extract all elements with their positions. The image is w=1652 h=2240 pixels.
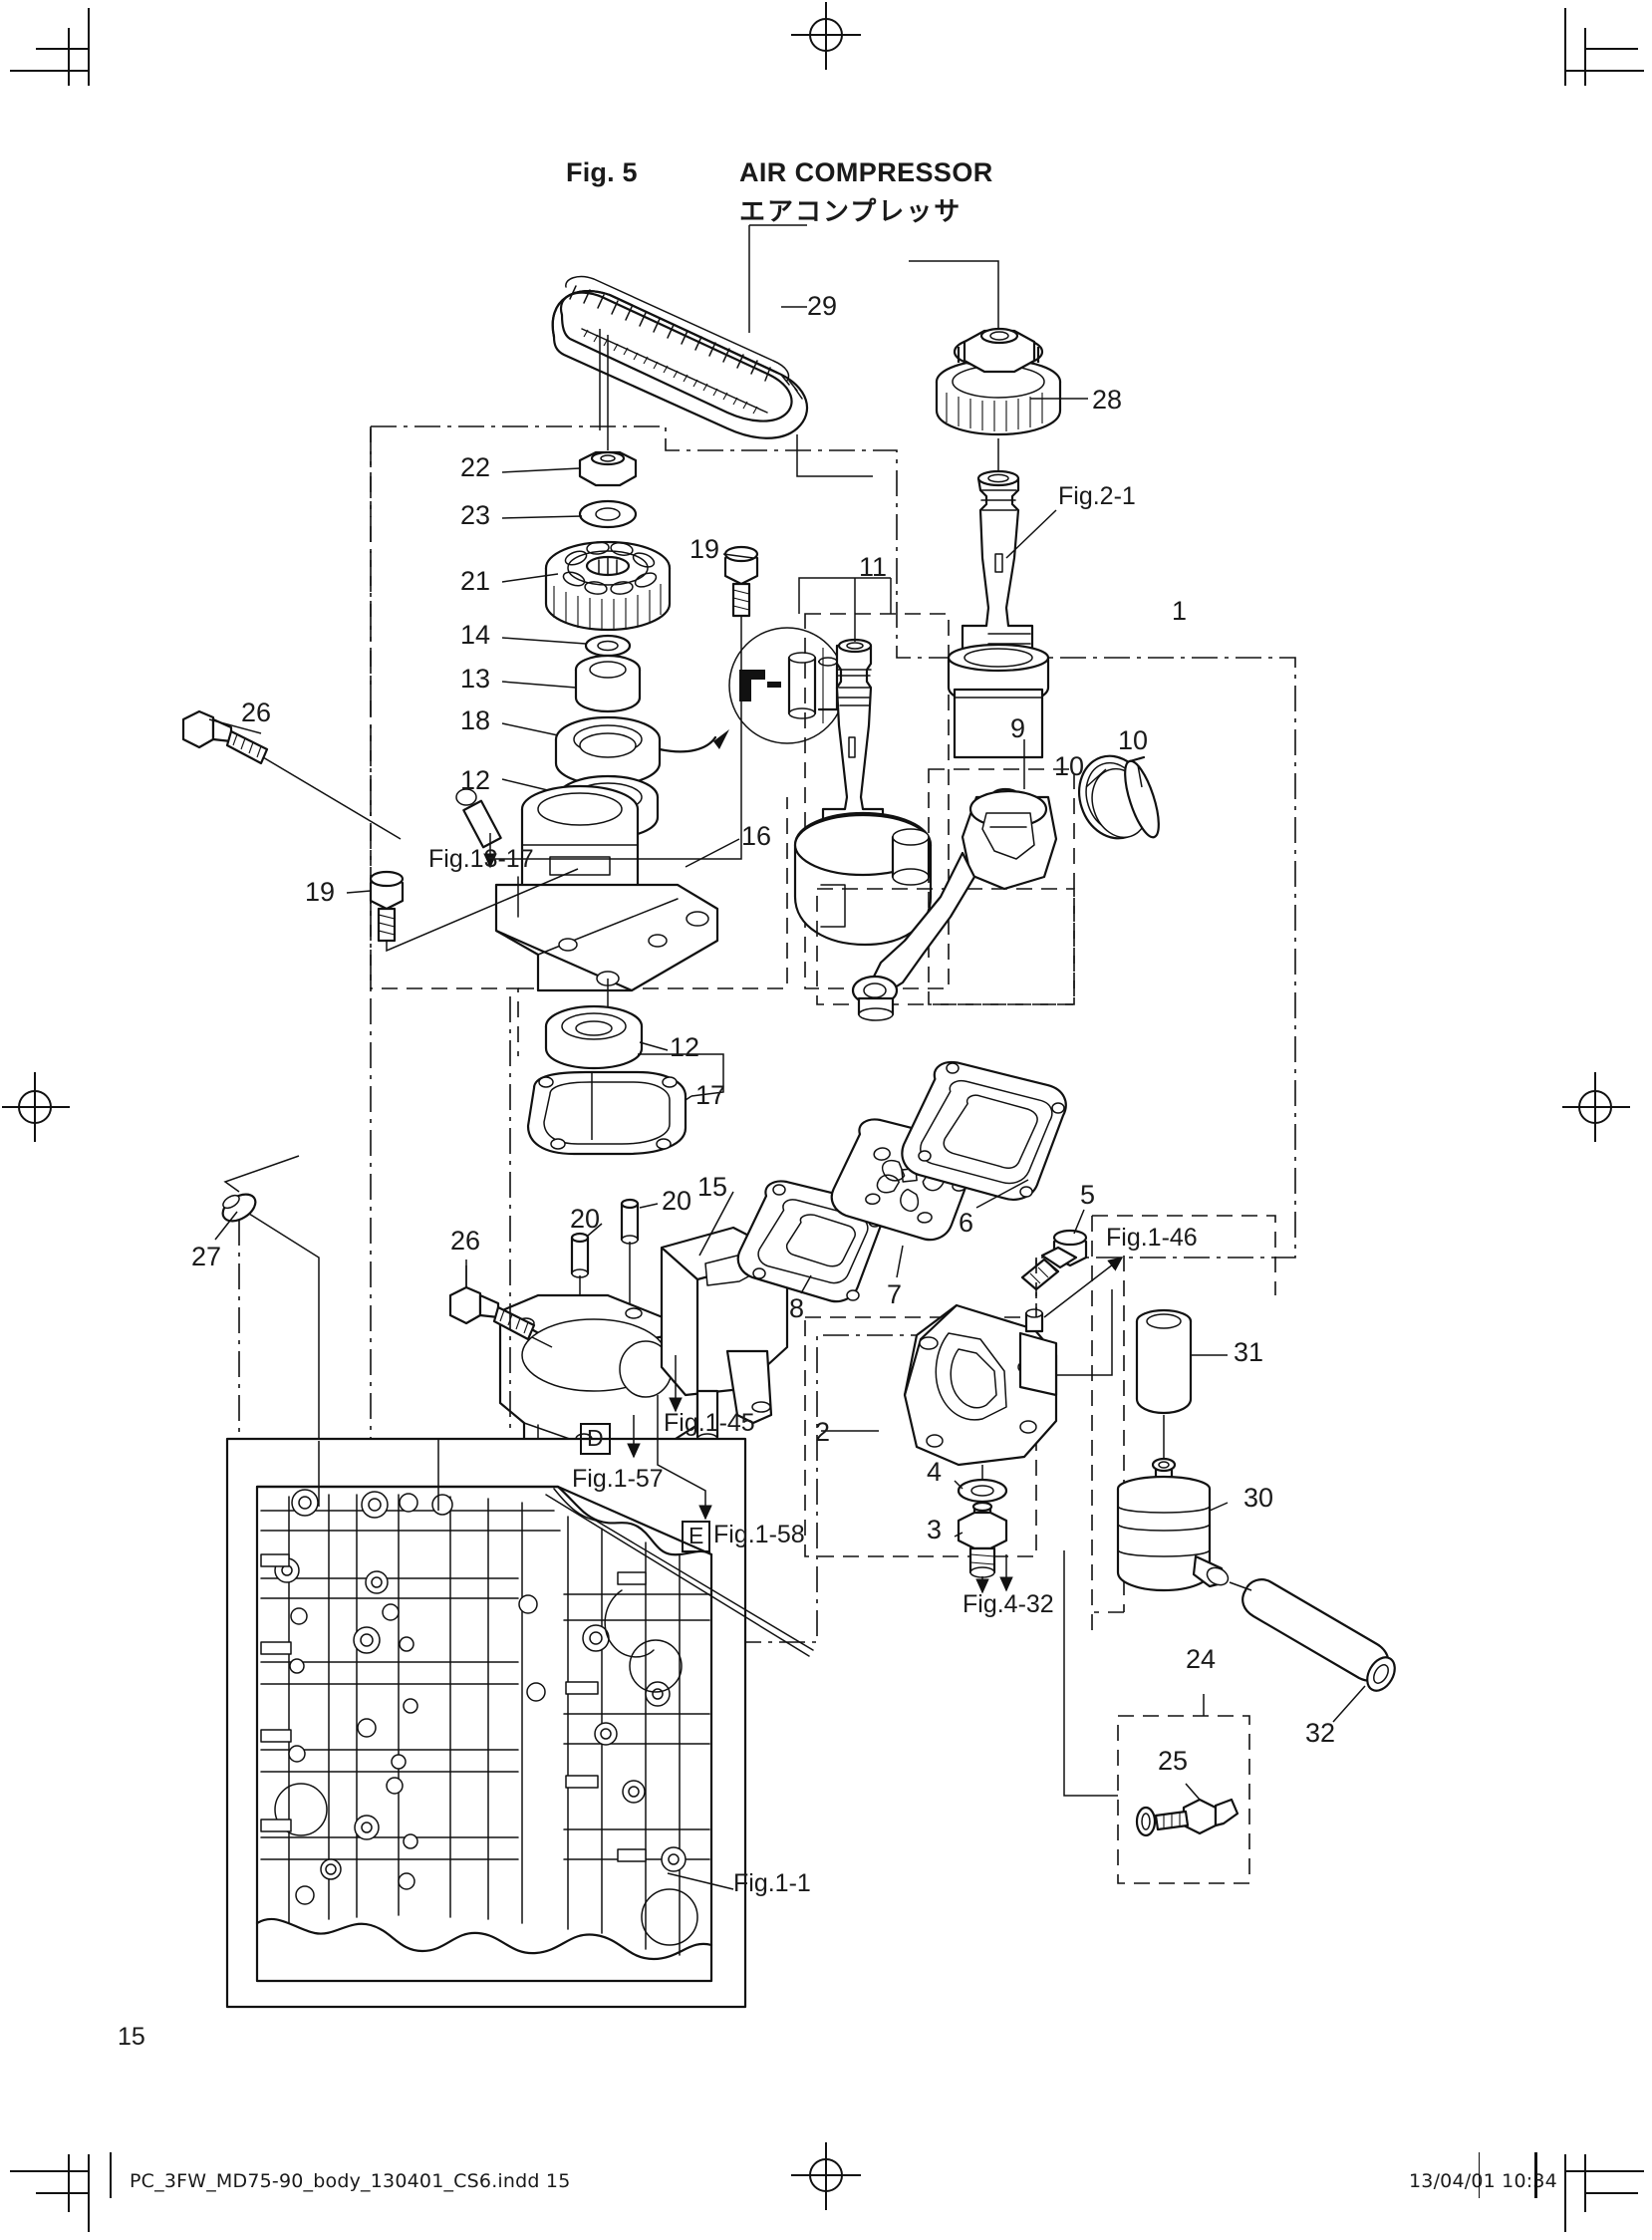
part-24-group [1063,1550,1250,1884]
footer-timestamp: 13/04/01 10:34 [1409,2170,1557,2192]
callout-23: 23 [460,500,491,530]
part-27-plug [214,1155,320,1525]
callout-4: 4 [927,1457,943,1487]
part-32-hose [1229,1578,1396,1723]
part-3-fitting [954,1501,1008,1594]
figref-fig-4-32[interactable]: Fig.4-32 [963,1590,1054,1618]
figref-fig-2-1[interactable]: Fig.2-1 [1058,482,1136,510]
part-12-bearing-upper [501,774,660,840]
part-26-bolt-lower [448,1260,553,1348]
part-2-pump-assembly [804,1257,1124,1557]
callout-29: 29 [807,291,838,321]
part-14-oring [501,634,632,658]
part-30-air-filter [1116,1457,1230,1592]
page-title-japanese: エアコンプレッサ [739,196,963,226]
part-31-sleeve [1135,1308,1228,1465]
part-17-gasket [526,1053,724,1156]
part-23-washer [501,499,638,529]
figref-fig-13-17[interactable]: Fig.13-17 [428,845,534,873]
footer-divider-mid [1479,2152,1480,2198]
callout-25: 25 [1158,1746,1189,1776]
callout-10-b: 10 [1118,725,1149,755]
footer-filename: PC_3FW_MD75-90_body_130401_CS6.indd 15 [130,2170,571,2192]
callout-26-b: 26 [450,1226,481,1256]
callout-19-a: 19 [689,534,720,564]
part-21-drive-pulley [501,540,672,632]
piston-and-connecting-rod [816,789,1075,1021]
figref-fig-1-46[interactable]: Fig.1-46 [1106,1224,1198,1252]
callout-26-a: 26 [241,698,272,727]
part-16-housing-bracket [455,784,740,1028]
callout-2: 2 [815,1417,831,1447]
callout-7: 7 [887,1279,903,1309]
figure-number: Fig. 5 [566,157,638,187]
figref-fig-1-1[interactable]: Fig.1-1 [733,1869,811,1897]
callout-11: 11 [859,552,888,582]
part-12-bearing-lower [544,1004,669,1070]
page-title: AIR COMPRESSOR [739,157,993,187]
callout-27: 27 [191,1242,222,1271]
callout-13: 13 [460,664,491,694]
section-marker-e: E [682,1521,711,1552]
part-18-oil-seal [501,715,729,787]
callout-12-b: 12 [670,1032,700,1062]
page-number: 15 [118,2023,145,2051]
callout-28: 28 [1092,385,1123,415]
part-26-bolt-upper [181,709,402,840]
crankshaft-stub-fig-2-1 [947,469,1057,759]
callout-9: 9 [1010,713,1026,743]
figref-fig-1-58[interactable]: Fig.1-58 [713,1521,805,1548]
section-marker-d: D [580,1423,611,1455]
part-8-gasket [736,1180,883,1303]
callout-32: 32 [1305,1718,1336,1748]
callout-18: 18 [460,705,491,735]
seal-orientation-detail [728,627,846,744]
callout-8: 8 [789,1293,805,1323]
part-6-head-cover [901,1060,1067,1209]
part-4-washer [954,1465,1008,1504]
callout-5: 5 [1080,1180,1096,1210]
callout-6: 6 [959,1208,974,1238]
callout-14: 14 [460,620,491,650]
callout-17: 17 [695,1080,726,1110]
footer-divider-right [1534,2152,1537,2198]
part-7-valve-plate [830,1118,976,1278]
part-19-bolt-b [346,868,579,953]
part-28-pulley [909,260,1088,470]
callout-10-a: 10 [1054,751,1085,781]
figref-fig-1-45[interactable]: Fig.1-45 [664,1409,755,1437]
part-20-dowel-pin-a [570,1223,603,1363]
part-11-crankshaft [793,577,950,989]
callout-31: 31 [1234,1337,1264,1367]
callout-15: 15 [697,1172,728,1202]
part-25-bolt [1135,1783,1239,1837]
callout-1: 1 [1172,596,1188,626]
footer-divider-left [110,2152,112,2198]
figref-fig-1-57[interactable]: Fig.1-57 [572,1465,664,1493]
part-9-piston-pin [928,739,1075,1005]
callout-19-b: 19 [305,877,336,907]
callout-16: 16 [741,821,772,851]
part-19-bolt-a [486,545,759,860]
part-13-collar [501,654,642,713]
part-20-dowel-pin-b [620,1198,659,1315]
callout-21: 21 [460,566,491,596]
callout-20-b: 20 [662,1186,692,1216]
callout-22: 22 [460,452,491,482]
part-29-timing-belt [551,224,873,477]
part-5-bolt [1020,1209,1088,1291]
callout-3: 3 [927,1515,943,1544]
callout-12-a: 12 [460,765,491,795]
part-22-nut [501,335,638,487]
callout-20-a: 20 [570,1204,601,1234]
callout-30: 30 [1243,1483,1274,1513]
callout-24: 24 [1186,1644,1217,1674]
